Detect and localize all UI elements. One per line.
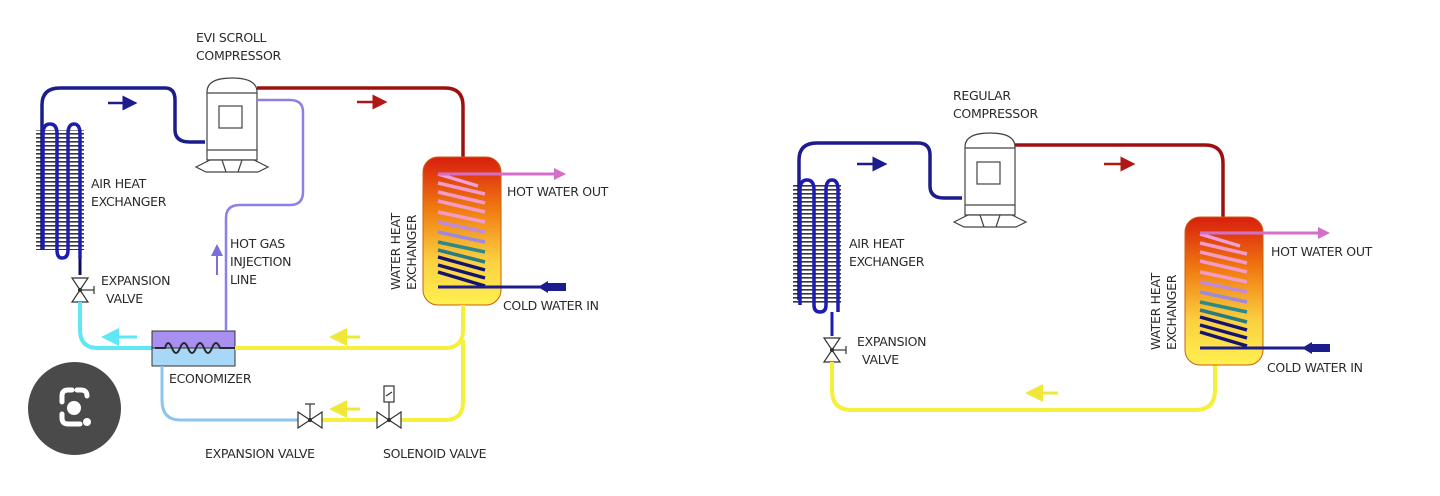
water-hx-label-right: WATER HEATEXCHANGER [1148, 272, 1179, 350]
expansion-valve-right [822, 337, 847, 363]
cold-water-in-label-left: COLD WATER IN [503, 298, 599, 313]
hot-water-arrow-right [1318, 227, 1330, 239]
suction-line [40, 86, 205, 250]
hot-water-out-label-right: HOT WATER OUT [1271, 244, 1373, 259]
expansion-valve-2-label: EXPANSION VALVE [205, 446, 315, 461]
google-lens-icon [59, 387, 91, 427]
expansion-valve-1 [70, 277, 95, 303]
expansion-valve-2 [297, 403, 323, 430]
economizer-liquid-line [160, 366, 300, 422]
air-heat-exchanger [36, 122, 84, 275]
low-pressure-liquid-line [78, 302, 152, 350]
solenoid-valve [376, 385, 402, 430]
hot-water-out-label-left: HOT WATER OUT [507, 184, 609, 199]
air-heat-exchanger-right [793, 178, 841, 336]
suction-line-right [797, 141, 962, 300]
hot-water-arrow [554, 168, 566, 180]
google-lens-button[interactable] [28, 362, 121, 455]
solenoid-valve-label: SOLENOID VALVE [383, 446, 487, 461]
evi-scroll-compressor [194, 77, 270, 173]
economizer [151, 330, 236, 367]
liquid-line-right [830, 362, 1217, 412]
liquid-line-to-economizer [235, 305, 465, 350]
water-heat-exchanger [422, 156, 502, 306]
discharge-line [257, 86, 465, 158]
liquid-line-to-solenoid [395, 340, 465, 422]
discharge-line-right [1015, 143, 1225, 218]
water-heat-exchanger-right [1184, 216, 1264, 366]
hot-gas-injection-line [224, 98, 305, 331]
water-hx-label-left: WATER HEATEXCHANGER [388, 212, 419, 290]
cold-water-pipe-thick [546, 283, 566, 291]
cold-water-in-label-right: COLD WATER IN [1267, 360, 1363, 375]
economizer-label: ECONOMIZER [169, 371, 252, 386]
regular-compressor [952, 132, 1028, 228]
cold-water-arrow [538, 281, 548, 293]
cold-water-arrow-right [1302, 342, 1312, 354]
cold-water-pipe-thick-right [1310, 344, 1330, 352]
